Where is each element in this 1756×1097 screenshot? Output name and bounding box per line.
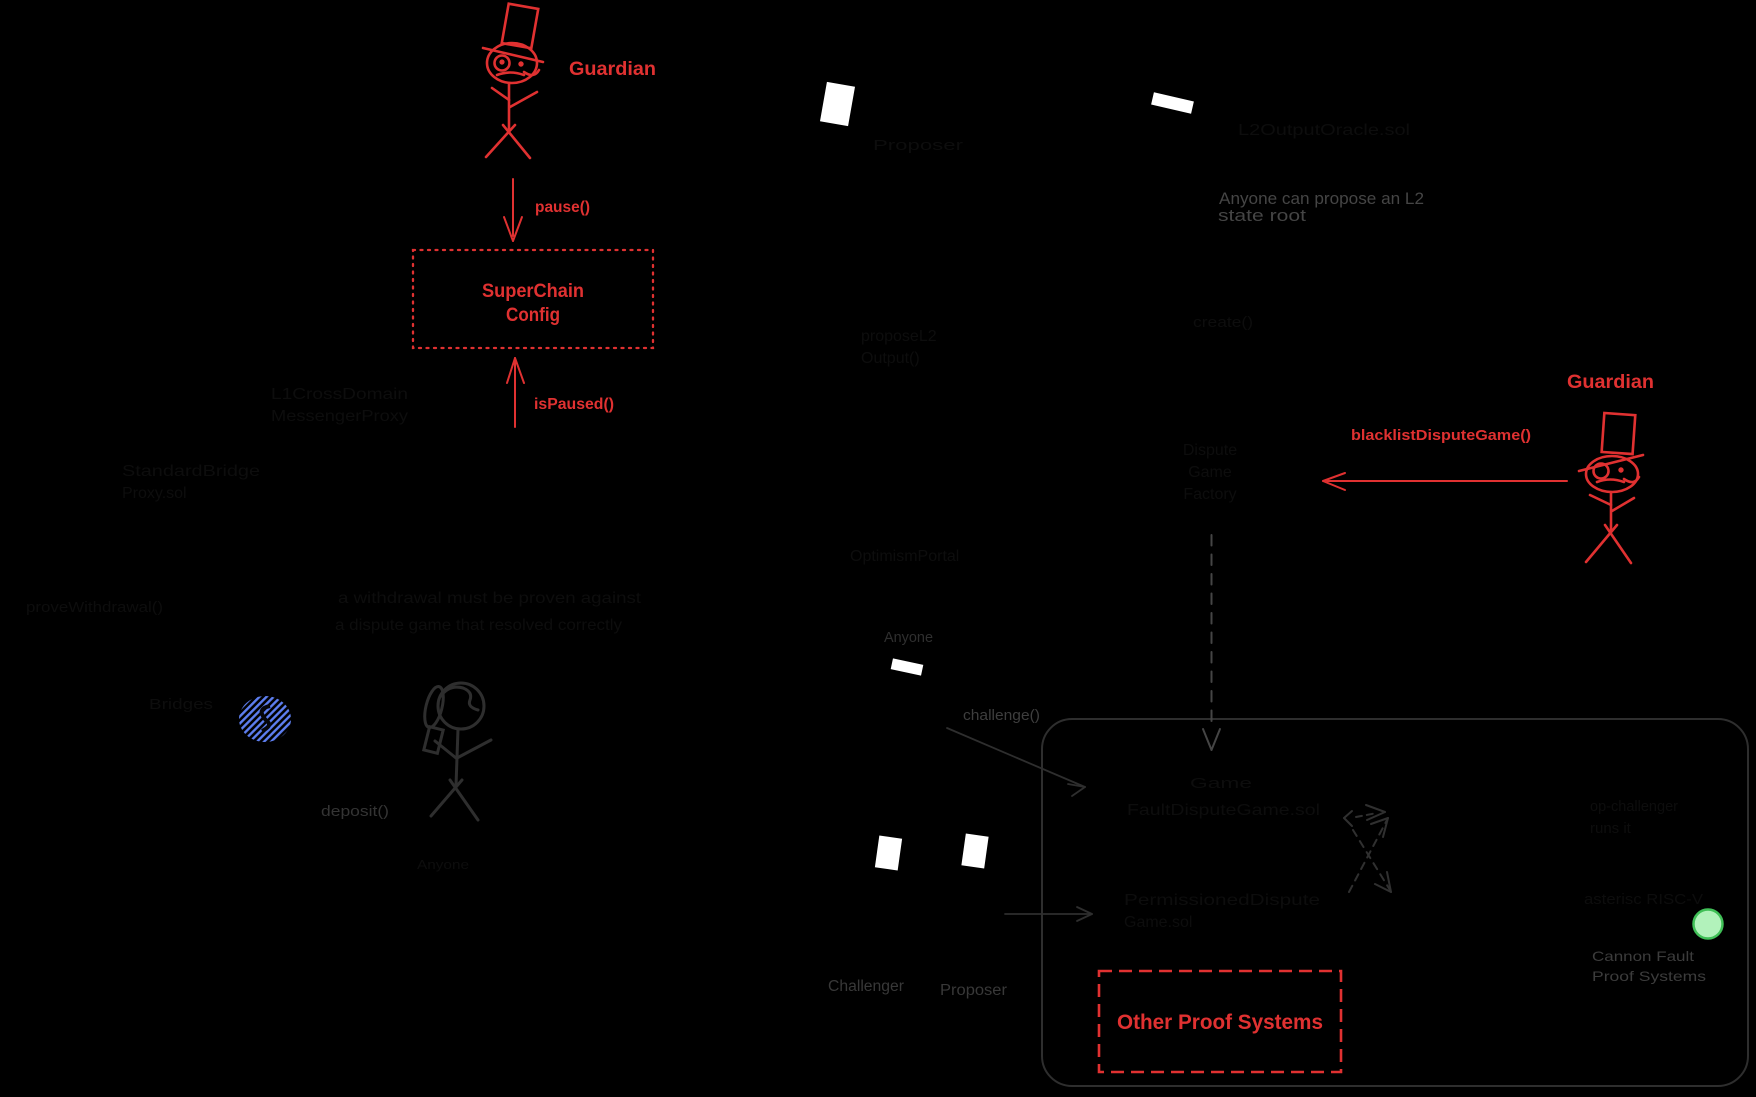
- svg-text:Game: Game: [1188, 464, 1232, 481]
- svg-text:Anyone: Anyone: [417, 857, 469, 872]
- svg-text:a dispute game that resolved c: a dispute game that resolved correctly: [335, 617, 622, 634]
- svg-text:Game.sol: Game.sol: [1124, 914, 1192, 931]
- svg-text:Cannon Fault: Cannon Fault: [1592, 948, 1694, 964]
- svg-text:Other Proof Systems: Other Proof Systems: [1117, 1011, 1323, 1034]
- svg-text:op-challenger: op-challenger: [1590, 798, 1678, 815]
- svg-text:a withdrawal must be proven ag: a withdrawal must be proven against: [338, 590, 642, 607]
- svg-text:Config: Config: [506, 305, 560, 326]
- svg-text:PermissionedDispute: PermissionedDispute: [1124, 892, 1320, 909]
- svg-text:Guardian: Guardian: [1567, 372, 1654, 393]
- svg-text:SuperChain: SuperChain: [482, 281, 584, 302]
- svg-text:Proof Systems: Proof Systems: [1592, 968, 1706, 984]
- svg-text:Output(): Output(): [861, 350, 920, 367]
- svg-text:Dispute: Dispute: [1183, 442, 1237, 459]
- svg-text:Bridges: Bridges: [149, 696, 213, 713]
- svg-text:FaultDisputeGame.sol: FaultDisputeGame.sol: [1127, 802, 1320, 819]
- svg-text:Game: Game: [1190, 775, 1252, 792]
- svg-text:Factory: Factory: [1183, 486, 1236, 503]
- svg-text:MessengerProxy: MessengerProxy: [271, 408, 408, 425]
- svg-text:isPaused(): isPaused(): [534, 396, 614, 413]
- svg-text:L2OutputOracle.sol: L2OutputOracle.sol: [1238, 122, 1410, 139]
- svg-text:proveWithdrawal(): proveWithdrawal(): [26, 599, 163, 616]
- svg-text:L1CrossDomain: L1CrossDomain: [271, 386, 408, 403]
- svg-text:Proposer: Proposer: [873, 137, 963, 154]
- svg-text:Anyone: Anyone: [884, 629, 933, 646]
- svg-text:Proxy.sol: Proxy.sol: [122, 485, 187, 502]
- svg-text:pause(): pause(): [535, 199, 590, 216]
- svg-text:state root: state root: [1218, 206, 1306, 225]
- svg-text:runs it: runs it: [1590, 820, 1632, 837]
- svg-text:blacklistDisputeGame(): blacklistDisputeGame(): [1351, 427, 1531, 444]
- svg-text:StandardBridge: StandardBridge: [122, 463, 260, 480]
- svg-text:proposeL2: proposeL2: [861, 328, 937, 345]
- svg-text:asterisc RISC-V: asterisc RISC-V: [1584, 891, 1703, 908]
- svg-text:challenge(): challenge(): [963, 708, 1040, 724]
- svg-text:Anyone can propose an L2: Anyone can propose an L2: [1219, 189, 1424, 208]
- svg-text:Challenger: Challenger: [828, 978, 904, 995]
- svg-text:Guardian: Guardian: [569, 59, 656, 80]
- svg-text:OptimismPortal: OptimismPortal: [850, 548, 959, 565]
- svg-text:create(): create(): [1193, 314, 1253, 331]
- svg-text:Proposer: Proposer: [940, 982, 1007, 999]
- svg-text:deposit(): deposit(): [321, 803, 389, 820]
